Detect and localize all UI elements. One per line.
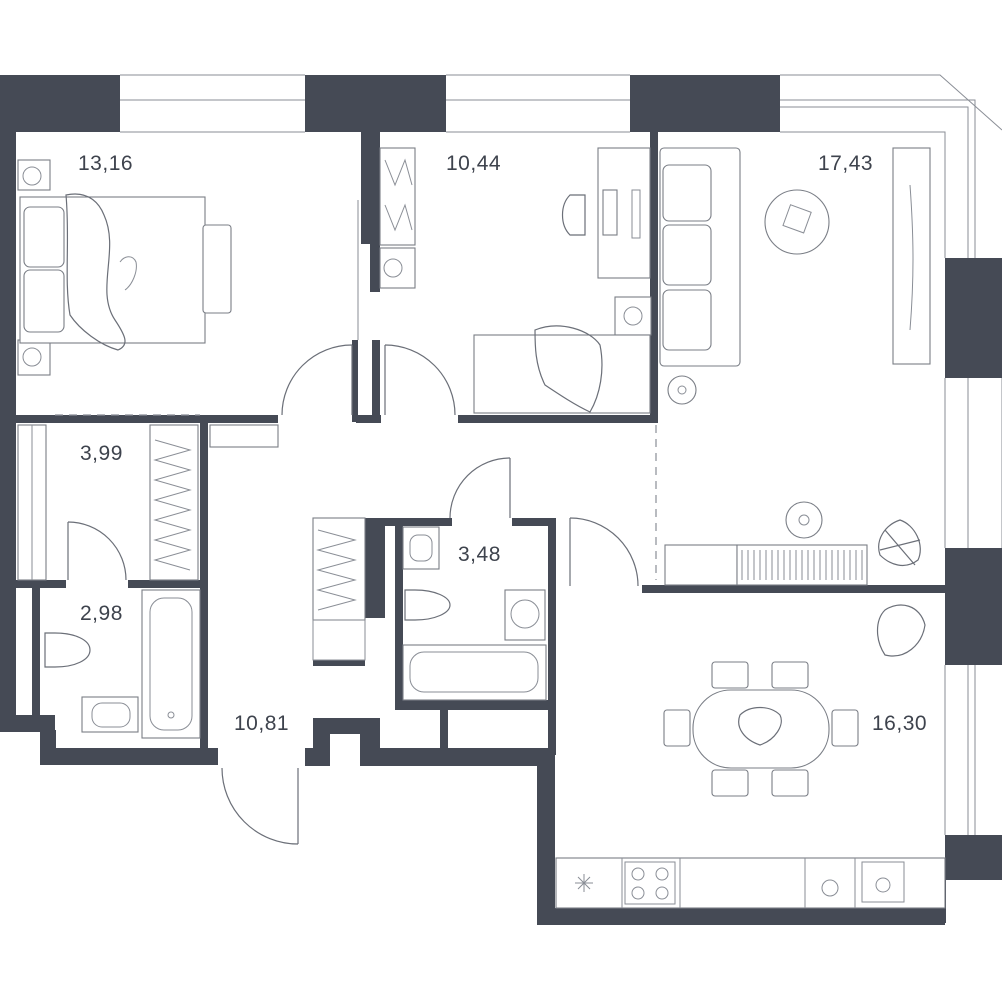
kitchen-dining-furniture [555, 604, 946, 909]
bedroom-2-furniture [379, 147, 652, 414]
area-label-wardrobe: 3,99 [80, 442, 123, 465]
walls [0, 75, 1002, 925]
living-room-furniture [659, 147, 931, 586]
area-label-bedroom-2: 10,44 [446, 152, 501, 175]
bathroom-furniture [402, 526, 547, 701]
bathroom-small-furniture [44, 589, 201, 739]
wardrobe-furniture [17, 424, 199, 581]
area-label-kitchen-dining: 16,30 [872, 712, 927, 735]
bedroom-1-furniture [17, 159, 359, 376]
doors [67, 344, 639, 845]
area-label-bathroom: 3,48 [458, 543, 501, 566]
area-label-living-room: 17,43 [818, 152, 873, 175]
area-label-bathroom-small: 2,98 [80, 602, 123, 625]
area-label-hallway: 10,81 [234, 712, 289, 735]
window-frames [120, 74, 1002, 835]
hall-closet [209, 424, 366, 661]
area-label-bedroom-1: 13,16 [78, 152, 133, 175]
